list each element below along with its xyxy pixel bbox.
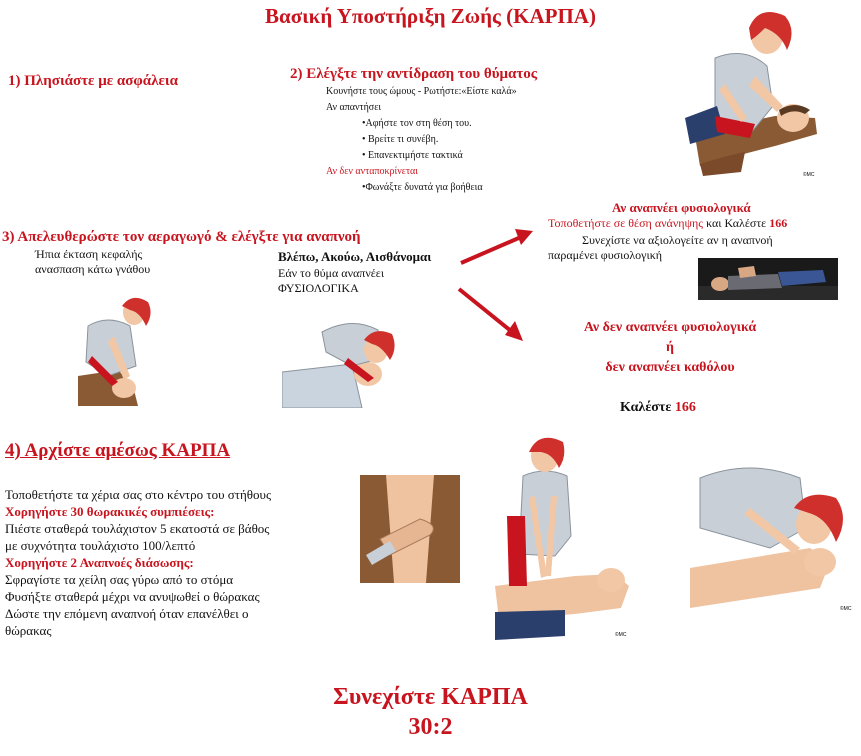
signature: ©MC [803,171,815,178]
step4-compress-2: με συχνότητα τουλάχιστο 100/λεπτό [5,538,196,553]
step4-breath-1: Σφραγίστε τα χείλη σας γύρω από το στόμα [5,572,234,587]
step4-text: Τοποθετήστε τα χέρια σας στο κέντρο του … [5,486,350,639]
and-call: και Καλέστε [706,216,767,230]
continue-text: Συνεχίστε να αξιολογείτε αν η αναπνοή πα… [548,233,773,263]
hand-placement-illustration [360,475,460,583]
look-listen-feel-illustration [282,323,395,408]
step2-bullet-3: • Επανεκτιμήστε τακτικά [362,150,463,161]
step4-breaths-heading: Χορηγήστε 2 Αναπνοές διάσωσης: [5,555,194,570]
step4-breath-2: Φυσήξτε σταθερά μέχρι να ανυψωθεί ο θώρα… [5,589,260,604]
if-breathing-line2: ΦΥΣΙΟΛΟΓΙΚΑ [278,281,359,295]
step2-bullet-1: •Αφήστε τον στη θέση του. [362,118,472,129]
step2-line2: Αν απαντήσει [326,102,382,113]
step4-hands: Τοποθετήστε τα χέρια σας στο κέντρο του … [5,487,272,502]
step2-no-response: Αν δεν ανταποκρίνεται [326,166,418,177]
abnormal-call: Καλέστε 166 [620,400,696,416]
step2-bullet-2: • Βρείτε τι συνέβη. [362,134,439,145]
footer-line1: Συνεχίστε ΚΑΡΠΑ [333,684,528,710]
if-breathing-line1: Εάν το θύμα αναπνέει [278,266,385,280]
signature-2: ©MC [615,631,627,638]
head-tilt-text: Ήπια έκταση κεφαλής ανασπαση κάτω γνάθου [35,247,150,277]
step3-heading: 3) Απελευθερώστε τον αεραγωγό & ελέγξτε … [2,229,361,245]
step4-breath-4: θώρακας [5,623,52,638]
normal-heading: Αν αναπνέει φυσιολογικά [612,200,751,215]
normal-number: 166 [769,216,788,230]
shake-shoulders-illustration: ©MC [685,12,817,178]
abnormal-line2: ή [666,340,674,355]
abnormal-line1: Αν δεν αναπνέει φυσιολογικά [583,320,757,335]
recovery-position-photo [698,258,838,300]
head-tilt-line2: ανασπαση κάτω γνάθου [35,262,151,276]
branch-arrows [457,229,533,341]
step4-heading: 4) Αρχίστε αμέσως ΚΑΡΠΑ [5,440,231,461]
step4-compressions-heading: Χορηγήστε 30 θωρακικές συμπιέσεις: [5,504,215,519]
page-title: Βασική Υποστήριξη Ζωής (ΚΑΡΠΑ) [265,4,596,28]
abnormal-line3: δεν αναπνέει καθόλου [605,360,735,375]
rescue-breaths-illustration: ©MC [690,467,852,612]
signature-3: ©MC [840,605,852,612]
step2-block: Κουνήστε τους ώμους - Ρωτήστε:«Είστε καλ… [326,84,517,196]
step1-heading: 1) Πλησιάστε με ασφάλεια [8,73,178,89]
step4-compress-1: Πιέστε σταθερά τουλάχιστον 5 εκατοστά σε… [5,521,270,536]
chest-compressions-illustration: ©MC [495,437,629,640]
head-tilt-line1: Ήπια έκταση κεφαλής [35,247,143,261]
arrow-normal [460,235,522,265]
continue-line2: παραμένει φυσιολογική [548,248,663,262]
arrow-abnormal [457,287,513,333]
step2-line1: Κουνήστε τους ώμους - Ρωτήστε:«Είστε καλ… [326,86,517,97]
recovery-line: Τοποθετήστε σε θέση ανάνηψης και Καλέστε… [548,216,787,231]
abnormal-text: Αν δεν αναπνέει φυσιολογικά ή δεν αναπνέ… [520,318,820,378]
step2-shout: •Φωνάξτε δυνατά για βοήθεια [362,182,483,193]
airway-illustration [78,297,151,406]
abnormal-number: 166 [674,400,696,415]
step4-breath-3: Δώστε την επόμενη αναπνοή όταν επανέλθει… [5,606,249,621]
look-listen-feel: Βλέπω, Ακούω, Αισθάνομαι [278,249,432,264]
continue-line1: Συνεχίστε να αξιολογείτε αν η αναπνοή [582,233,773,247]
if-breathing-text: Εάν το θύμα αναπνέει ΦΥΣΙΟΛΟΓΙΚΑ [278,266,384,296]
step2-heading: 2) Ελέγξτε την αντίδραση του θύματος [290,66,538,82]
abnormal-call-label: Καλέστε [620,400,672,415]
footer-ratio: 30:2 [408,714,453,740]
recovery-position: Τοποθετήστε σε θέση ανάνηψης [548,216,704,230]
